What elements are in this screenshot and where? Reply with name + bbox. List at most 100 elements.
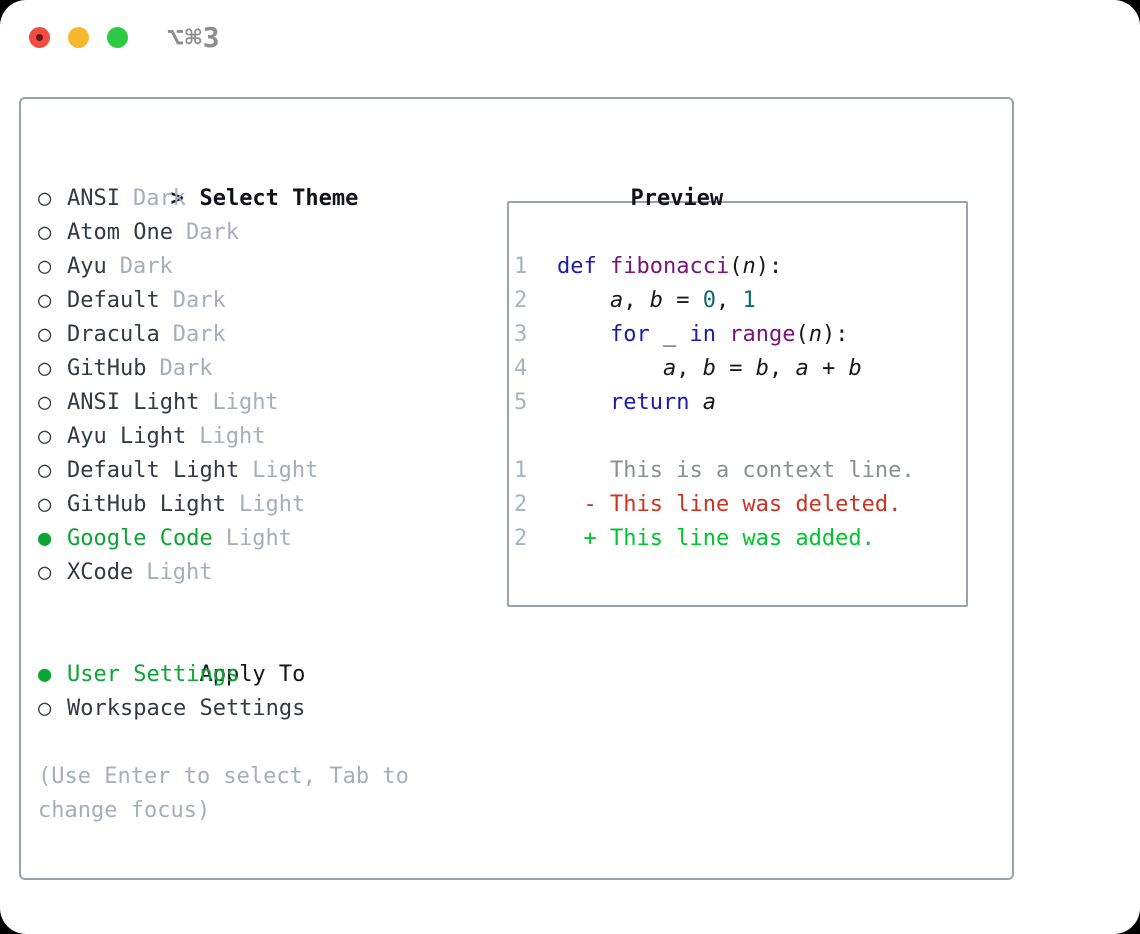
line-number: 2 <box>514 492 528 517</box>
theme-name: ANSI Light <box>67 390 200 415</box>
hint-text: (Use Enter to select, Tab to change focu… <box>38 760 409 828</box>
line-number: 2 <box>514 526 528 551</box>
preview-line: 3 for _ in range(n): <box>514 318 966 352</box>
theme-variant: Dark <box>172 322 226 347</box>
line-content: return a <box>609 390 716 415</box>
theme-variant: Light <box>252 458 319 483</box>
radio-icon: ○ <box>38 322 52 347</box>
cursor-prefix-icon: > <box>170 186 184 211</box>
line-number: 1 <box>514 254 528 279</box>
theme-variant: Light <box>146 560 213 585</box>
theme-variant: Dark <box>159 356 213 381</box>
theme-variant: Light <box>225 526 292 551</box>
apply-options: ● User Settings ○ Workspace Settings <box>38 658 409 726</box>
minimize-button[interactable] <box>68 27 89 48</box>
spacer <box>38 590 409 624</box>
line-content: - This line was deleted. <box>557 492 902 517</box>
theme-item-ayu[interactable]: ○ Ayu Dark <box>38 250 409 284</box>
line-content: a, b = b, a + b <box>662 356 862 381</box>
theme-name: ANSI <box>67 186 120 211</box>
line-number: 4 <box>514 356 528 381</box>
theme-item-github-light[interactable]: ○ GitHub Light Light <box>38 488 409 522</box>
theme-item-atom-one[interactable]: ○ Atom One Dark <box>38 216 409 250</box>
preview-line: 2 + This line was added. <box>514 522 966 556</box>
preview-line: 2 a, b = 0, 1 <box>514 284 966 318</box>
window-shortcut-label: ⌥⌘3 <box>167 21 221 54</box>
theme-item-ansi-light[interactable]: ○ ANSI Light Light <box>38 386 409 420</box>
theme-item-google-code[interactable]: ● Google Code Light <box>38 522 409 556</box>
theme-item-github[interactable]: ○ GitHub Dark <box>38 352 409 386</box>
radio-icon: ○ <box>38 560 52 585</box>
apply-option-workspace-settings[interactable]: ○ Workspace Settings <box>38 692 409 726</box>
radio-icon: ○ <box>38 356 52 381</box>
apply-option-label: User Settings <box>67 662 240 687</box>
line-content: def fibonacci(n): <box>557 254 783 279</box>
radio-icon: ○ <box>38 424 52 449</box>
theme-name: Default Light <box>67 458 240 483</box>
preview-title: Preview <box>630 186 724 211</box>
preview-line: 1 def fibonacci(n): <box>514 250 966 284</box>
theme-name: GitHub <box>67 356 147 381</box>
radio-icon: ○ <box>38 696 52 721</box>
radio-selected-icon: ● <box>38 662 52 687</box>
select-theme-title: Select Theme <box>199 186 359 211</box>
theme-item-xcode[interactable]: ○ XCode Light <box>38 556 409 590</box>
titlebar[interactable]: ⌥⌘3 <box>0 0 1140 76</box>
theme-variant: Light <box>238 492 306 517</box>
theme-name: Default <box>67 288 160 313</box>
radio-icon: ○ <box>38 390 52 415</box>
preview-line <box>514 420 966 454</box>
theme-item-default-light[interactable]: ○ Default Light Light <box>38 454 409 488</box>
radio-icon: ○ <box>38 220 52 245</box>
line-number: 2 <box>514 288 528 313</box>
theme-variant: Dark <box>132 186 186 211</box>
theme-name: XCode <box>67 560 134 585</box>
select-theme-header: > Select Theme <box>38 148 409 211</box>
apply-to-header: Apply To <box>38 624 409 687</box>
hint-line-2: change focus) <box>38 798 211 823</box>
spacer <box>38 726 409 760</box>
theme-variant: Dark <box>185 220 239 245</box>
apply-to-title: Apply To <box>199 662 306 687</box>
apply-option-user-settings[interactable]: ● User Settings <box>38 658 409 692</box>
preview-header: Preview <box>498 148 968 211</box>
preview-line: 2 - This line was deleted. <box>514 488 966 522</box>
line-content: + This line was added. <box>557 526 875 551</box>
theme-variant: Dark <box>172 288 226 313</box>
line-content: a, b = 0, 1 <box>609 288 756 313</box>
line-content: for _ in range(n): <box>609 322 849 347</box>
radio-selected-icon: ● <box>38 526 52 551</box>
radio-icon: ○ <box>38 186 52 211</box>
theme-variant: Dark <box>119 254 173 279</box>
line-number: 5 <box>514 390 528 415</box>
apply-option-label: Workspace Settings <box>67 696 306 721</box>
theme-name: Atom One <box>67 220 173 245</box>
close-button[interactable] <box>29 27 50 48</box>
hint-line-1: (Use Enter to select, Tab to <box>38 764 409 789</box>
line-number: 1 <box>514 458 528 483</box>
theme-name: Ayu <box>67 254 107 279</box>
radio-icon: ○ <box>38 254 52 279</box>
theme-name: Google Code <box>67 526 213 551</box>
line-content: This is a context line. <box>557 458 915 483</box>
radio-icon: ○ <box>38 492 52 517</box>
zoom-button[interactable] <box>107 27 128 48</box>
theme-variant: Light <box>199 424 266 449</box>
preview-line: 5 return a <box>514 386 966 420</box>
close-dot-icon <box>36 34 43 41</box>
radio-icon: ○ <box>38 458 52 483</box>
theme-variant: Light <box>212 390 279 415</box>
theme-item-ansi[interactable]: ○ ANSI Dark <box>38 182 409 216</box>
preview-line: 1 This is a context line. <box>514 454 966 488</box>
theme-name: GitHub Light <box>67 492 226 517</box>
